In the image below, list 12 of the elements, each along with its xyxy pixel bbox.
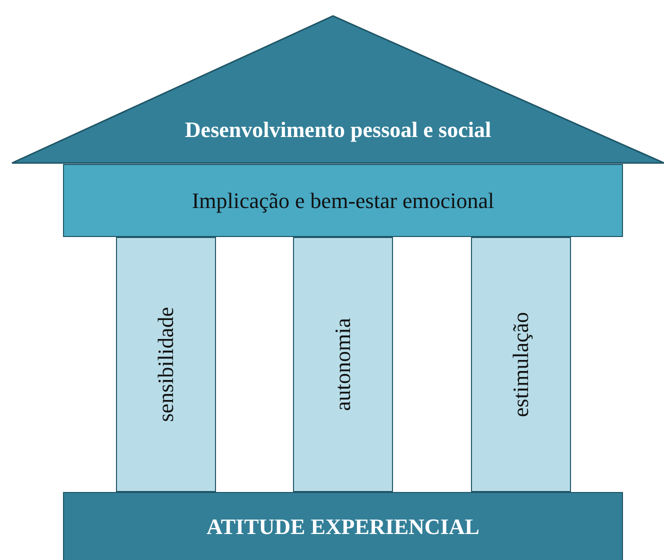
pillar bbox=[116, 237, 216, 492]
pillar bbox=[471, 237, 571, 492]
node-label: sensibilidade bbox=[153, 307, 179, 422]
node-label: ATITUDE EXPERIENCIAL bbox=[206, 514, 480, 540]
beam-band bbox=[63, 164, 623, 237]
pillar bbox=[293, 237, 393, 492]
roof-triangle bbox=[12, 15, 664, 164]
base-band bbox=[63, 492, 623, 560]
node-label: estimulação bbox=[508, 312, 534, 418]
node-label: autonomia bbox=[330, 318, 356, 411]
node-label: Desenvolvimento pessoal e social bbox=[184, 117, 492, 143]
node-label: Implicação e bem-estar emocional bbox=[192, 188, 494, 214]
